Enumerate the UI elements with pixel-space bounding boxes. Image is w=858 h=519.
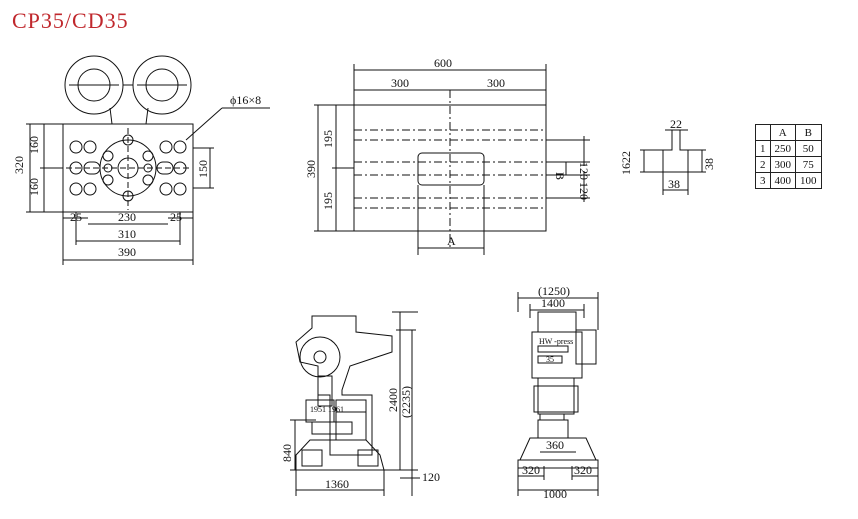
table-cell: 3 [755, 172, 771, 189]
side-view-drawing [290, 311, 420, 496]
dim-310: 310 [118, 227, 136, 241]
dim-38-height: 38 [702, 158, 716, 170]
page-title: CP35/CD35 [12, 8, 129, 33]
dim-1360: 1360 [325, 477, 349, 491]
table-header-row: A B [755, 124, 822, 141]
table-cell: 100 [795, 172, 822, 189]
dim-195-upper: 195 [321, 130, 335, 148]
label-a: A [447, 234, 456, 248]
top-view-drawing [26, 55, 270, 265]
dim-25-left: 25 [70, 210, 82, 224]
dim-2235: (2235) [399, 386, 413, 418]
table-row: 3 400 100 [755, 172, 822, 189]
table-cell: 50 [795, 140, 822, 157]
dim-195-lower: 195 [321, 192, 335, 210]
table-view-drawing [314, 64, 590, 255]
table-cell: 2 [755, 156, 771, 173]
table-header-cell [755, 124, 771, 141]
dim-22: 22 [670, 117, 682, 131]
dim-840: 840 [280, 444, 294, 462]
press-frame [295, 315, 393, 456]
dim-160-lower: 160 [27, 178, 41, 196]
table-cell: 250 [769, 140, 796, 157]
table-header-cell: B [795, 124, 822, 141]
table-cell: 1 [755, 140, 771, 157]
crank-wheel [299, 336, 341, 378]
dim-25-right: 25 [170, 210, 182, 224]
dim-1250: (1250) [538, 284, 570, 298]
table-row: 1 250 50 [755, 140, 822, 157]
table-cell: 400 [769, 172, 796, 189]
badge-text: 35 [546, 355, 554, 364]
dim-1622: 1622 [619, 151, 633, 175]
flywheel-top [537, 311, 577, 333]
dim-1000: 1000 [543, 487, 567, 501]
table-header-cell: A [769, 124, 796, 141]
side-plate-text: 1951 1961 [310, 405, 344, 414]
dim-390: 390 [118, 245, 136, 259]
t-slot-profile [662, 140, 689, 173]
front-view-drawing [517, 292, 599, 496]
dim-38-width: 38 [668, 177, 680, 191]
dim-600: 600 [434, 56, 452, 70]
dim-120-upper: 120 [577, 162, 591, 180]
table-cell: 300 [769, 156, 796, 173]
dim-1400: 1400 [541, 296, 565, 310]
dim-160-upper: 160 [27, 136, 41, 154]
dim-120-base: 120 [422, 470, 440, 484]
dim-150: 150 [196, 160, 210, 178]
table-cell: 75 [795, 156, 822, 173]
label-b: B [553, 172, 567, 180]
table-row: 2 300 75 [755, 156, 822, 173]
dim-360: 360 [546, 438, 564, 452]
dim-2400: 2400 [386, 388, 400, 412]
dim-120-lower: 120 [577, 182, 591, 200]
dim-300-right: 300 [487, 76, 505, 90]
nameplate-text: HW -press [539, 337, 573, 346]
dim-320-left: 320 [522, 463, 540, 477]
dim-320-right: 320 [574, 463, 592, 477]
dim-230: 230 [118, 210, 136, 224]
dim-320: 320 [12, 156, 26, 174]
dim-390-height: 390 [304, 160, 318, 178]
hole-spec-label: ϕ16×8 [230, 93, 261, 107]
t-slot-drawing [640, 129, 706, 195]
ab-dimension-table: A B 1 250 50 2 300 75 3 400 100 [755, 124, 822, 189]
dim-300-left: 300 [391, 76, 409, 90]
